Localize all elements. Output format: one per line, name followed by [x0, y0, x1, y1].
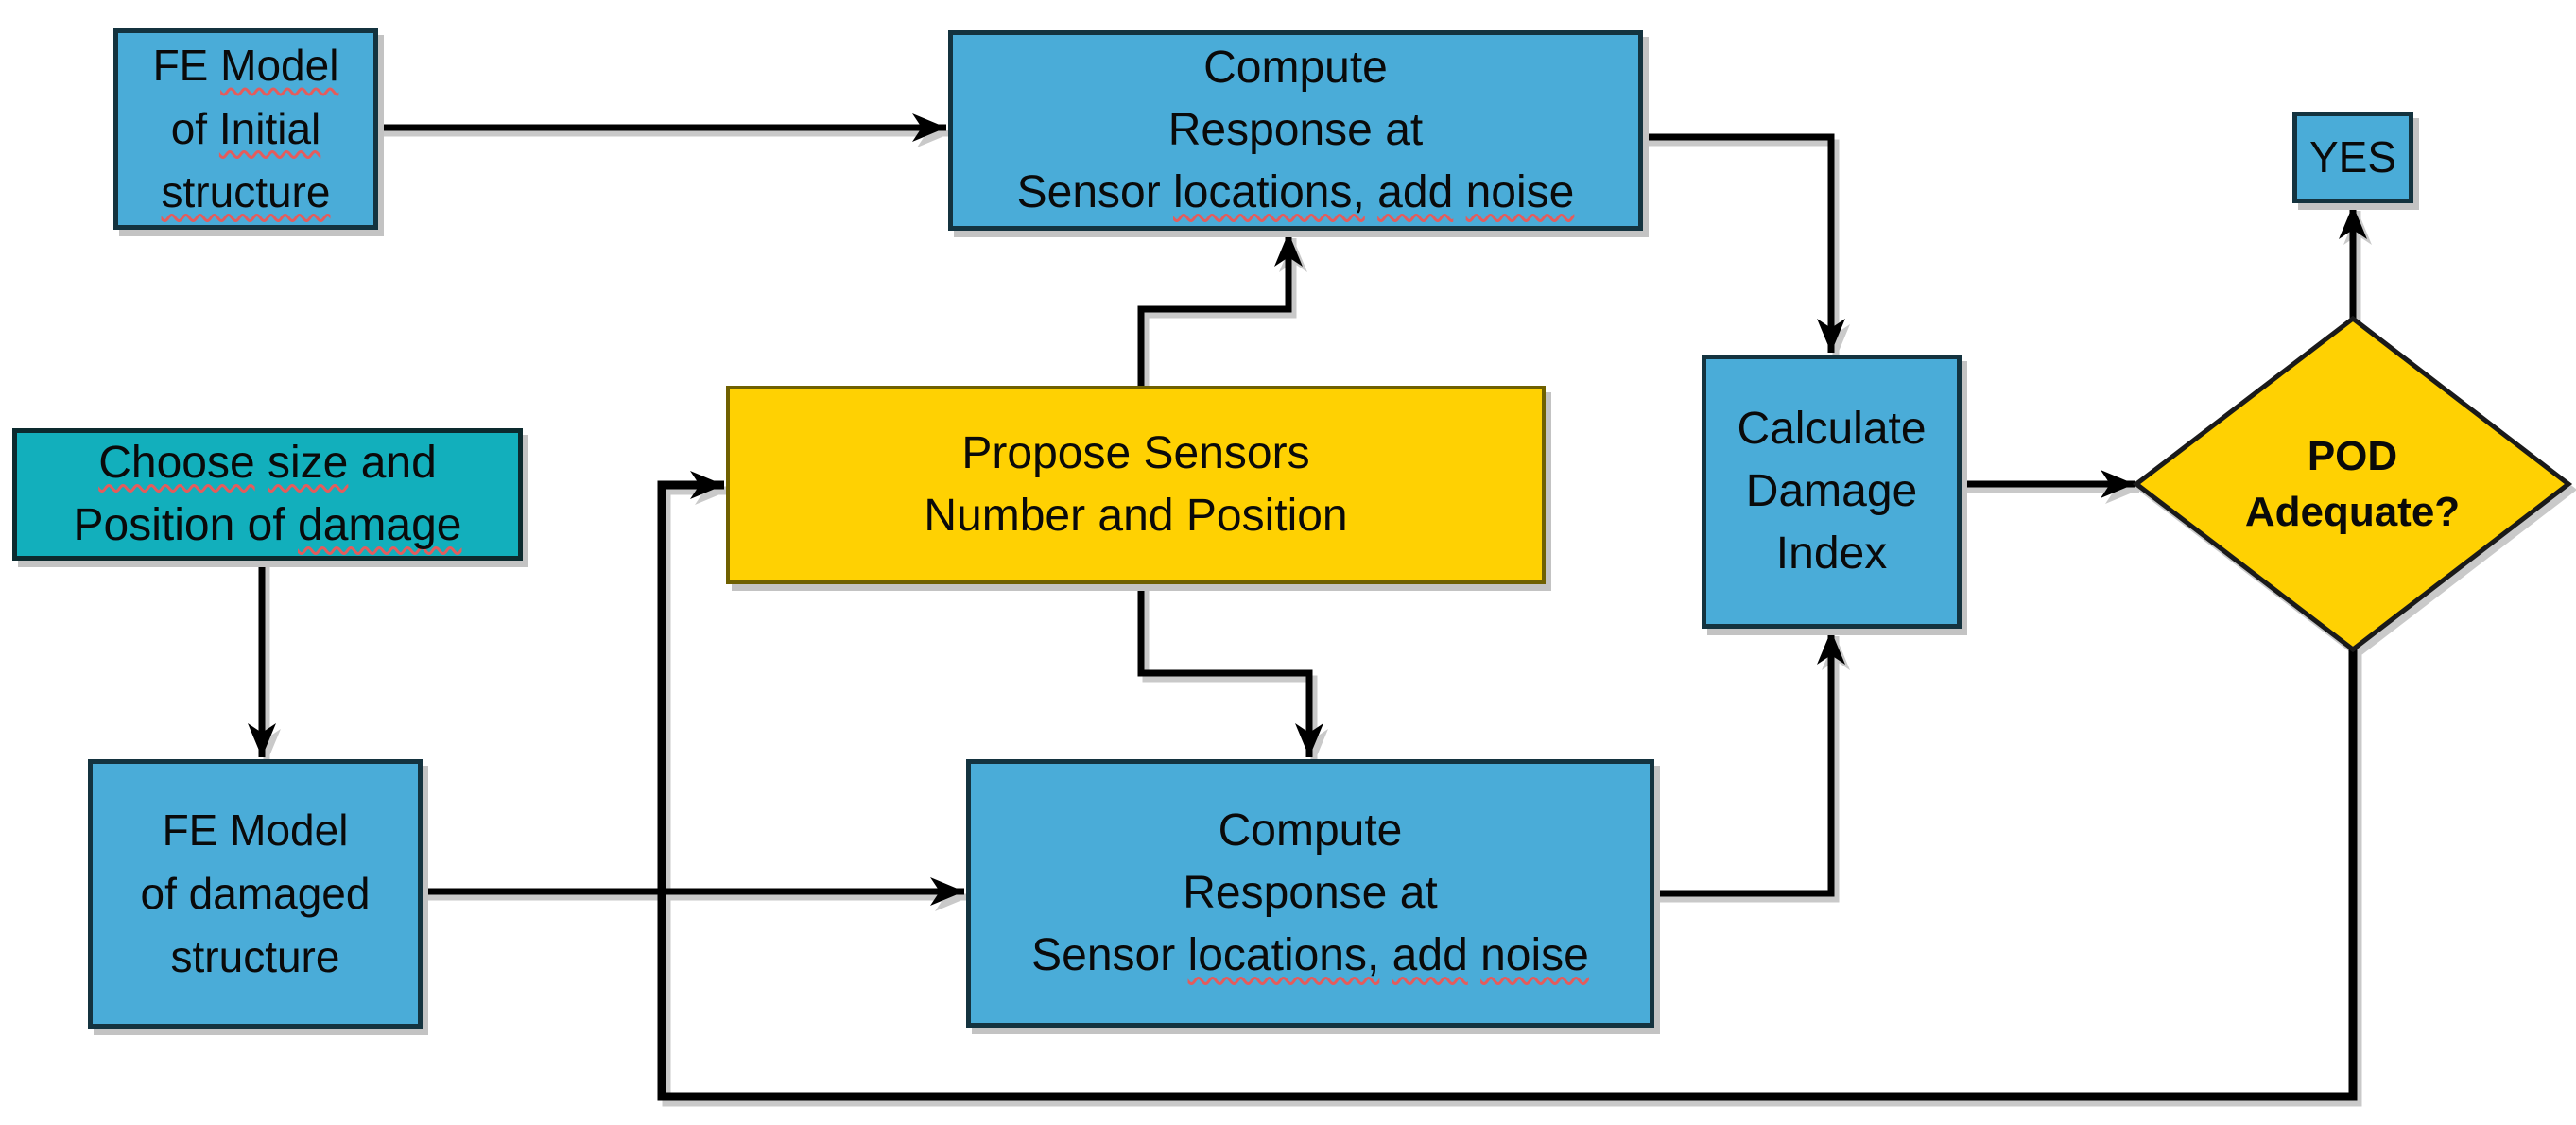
label-text-segment: Response at [1183, 867, 1438, 918]
node-compute-response-top: Compute Response at Sensor locations, ad… [948, 30, 1643, 231]
label-text-segment: Sensor [1016, 167, 1174, 218]
label-line: Response at [960, 99, 1631, 162]
label-line: Sensor locations, add noise [960, 162, 1631, 224]
label-line: YES [2305, 128, 2401, 187]
label-line: Number and Position [737, 485, 1534, 547]
node-label: Choose size and Position of damage [17, 432, 518, 557]
label-text-segment: Model [220, 41, 339, 91]
label-line: Damage [1714, 460, 1949, 523]
label-line: Position of damage [25, 494, 510, 557]
label-line: Response at [978, 862, 1642, 925]
label-line: of damaged [100, 862, 410, 926]
label-text-segment: Initial [218, 104, 321, 154]
node-compute-response-bottom: Compute Response at Sensor locations, ad… [966, 759, 1654, 1028]
label-text-segment: Damage [1745, 465, 1918, 516]
label-text-segment: noise [1465, 167, 1575, 218]
label-text-segment: structure [170, 931, 340, 981]
label-text-segment: of damaged [140, 869, 371, 919]
label-text-segment: Choose [98, 437, 255, 488]
node-label: FE Model of damaged structure [93, 799, 418, 988]
node-yes-terminal: YES [2292, 112, 2413, 203]
label-text-segment: Index [1775, 528, 1888, 580]
node-label: YES [2297, 128, 2409, 187]
label-line: Choose size and [25, 432, 510, 494]
label-line: Index [1714, 523, 1949, 585]
label-text-segment: and [348, 437, 437, 488]
label-line: of Initial [126, 97, 366, 161]
decision-diamond [2132, 315, 2573, 653]
label-line: structure [126, 161, 366, 224]
label-line: FE Model [126, 34, 366, 97]
node-calculate-damage-index: Calculate Damage Index [1702, 355, 1962, 629]
node-label: FE Model of Initial structure [118, 34, 373, 223]
node-fe-model-damaged-structure: FE Model of damaged structure [88, 759, 423, 1029]
label-line: Compute [960, 37, 1631, 99]
label-text-segment: Position of [73, 500, 298, 550]
label-text-segment: noise [1480, 930, 1589, 981]
node-choose-size-position-of-damage: Choose size and Position of damage [12, 428, 523, 561]
arrow-compute-bottom-to-calculate-damage [1654, 631, 1845, 897]
arrow-compute-top-to-calculate-damage [1643, 133, 1845, 353]
node-label: Compute Response at Sensor locations, ad… [953, 37, 1638, 225]
label-text-segment: Number and Position [924, 491, 1348, 541]
label-text-segment: Compute [1203, 42, 1388, 93]
label-line: Compute [978, 800, 1642, 862]
label-line: FE Model [100, 799, 410, 862]
label-text-segment: Propose Sensors [961, 427, 1310, 478]
label-text-segment [1468, 930, 1480, 980]
label-text-segment [255, 438, 268, 488]
label-text-segment: FE [152, 41, 221, 91]
label-line: structure [100, 926, 410, 989]
label-text-segment [1379, 930, 1392, 980]
label-line: Sensor locations, add noise [978, 925, 1642, 987]
label-text-segment: structure [161, 166, 331, 216]
node-fe-model-initial-structure: FE Model of Initial structure [113, 28, 378, 230]
node-label: Propose Sensors Number and Position [730, 423, 1542, 547]
label-text-segment: locations, [1187, 930, 1380, 981]
label-text-segment: FE Model [162, 805, 349, 856]
node-label: Calculate Damage Index [1706, 398, 1957, 586]
node-propose-sensors: Propose Sensors Number and Position [726, 386, 1546, 584]
arrow-decision-feedback-to-propose [657, 471, 2358, 1101]
label-text-segment: add [1392, 930, 1468, 981]
node-label: Compute Response at Sensor locations, ad… [971, 800, 1650, 988]
label-text-segment: Compute [1218, 805, 1403, 856]
arrow-propose-to-compute-top [1137, 233, 1303, 386]
label-text-segment: YES [2308, 131, 2397, 182]
label-text-segment: size [268, 437, 349, 488]
label-text-segment: Sensor [1031, 930, 1188, 981]
label-text-segment: of [170, 104, 219, 154]
label-text-segment: damage [298, 500, 462, 550]
label-line: Propose Sensors [737, 423, 1534, 485]
label-text-segment: Response at [1167, 104, 1424, 155]
label-text-segment: add [1377, 167, 1454, 218]
arrow-propose-to-compute-bottom [1137, 584, 1323, 757]
label-text-segment [1365, 167, 1377, 217]
label-line: Calculate [1714, 398, 1949, 460]
label-text-segment: Calculate [1737, 403, 1927, 454]
label-text-segment [1453, 167, 1465, 217]
label-text-segment: locations, [1173, 167, 1365, 218]
